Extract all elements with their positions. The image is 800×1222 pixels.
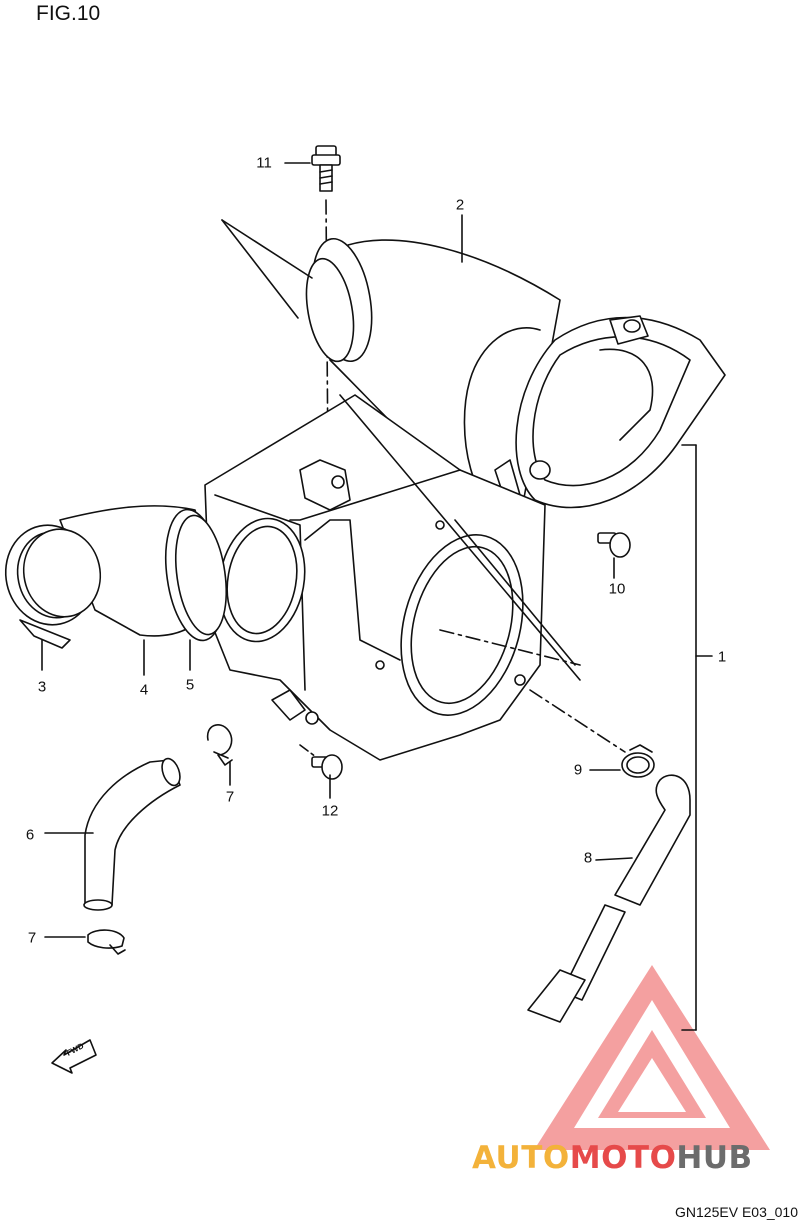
callout-10: 10 — [608, 580, 626, 598]
watermark-moto: MOTO — [569, 1140, 677, 1176]
clamp-3 — [4, 524, 102, 671]
watermark-logo — [534, 965, 770, 1150]
callout-11: 11 — [256, 154, 272, 172]
screw-10 — [597, 532, 631, 579]
assembly-bracket-1 — [681, 444, 713, 1031]
figure-title: FIG.10 — [36, 2, 101, 25]
hose-clip-7a — [206, 724, 233, 786]
drain-hose-8 — [527, 774, 691, 1023]
hose-clip-7b — [44, 929, 126, 955]
watermark-auto: AUTO — [472, 1140, 570, 1176]
watermark-hub: HUB — [676, 1140, 753, 1176]
clamp-9 — [589, 744, 655, 778]
callout-9: 9 — [573, 761, 583, 779]
fwd-arrow-icon — [51, 1039, 97, 1074]
callout-4: 4 — [139, 681, 149, 699]
figure-code: GN125EV E03_010 — [675, 1204, 798, 1220]
callout-6: 6 — [25, 826, 35, 844]
bolt-11 — [284, 145, 341, 192]
hose-6 — [83, 757, 181, 911]
callout-5: 5 — [185, 676, 195, 694]
callout-12: 12 — [321, 802, 339, 820]
callout-3: 3 — [37, 678, 47, 696]
callout-7a: 7 — [225, 788, 235, 806]
callout-8: 8 — [583, 849, 593, 867]
callout-1: 1 — [717, 648, 727, 666]
outlet-tube-4 — [59, 505, 227, 642]
watermark-text: AUTOMOTOHUB — [472, 1140, 753, 1176]
callout-2: 2 — [455, 196, 465, 214]
screw-12 — [311, 754, 343, 799]
callout-7b: 7 — [27, 929, 37, 947]
air-cleaner-case — [204, 394, 546, 761]
air-cleaner-cover — [494, 315, 726, 509]
